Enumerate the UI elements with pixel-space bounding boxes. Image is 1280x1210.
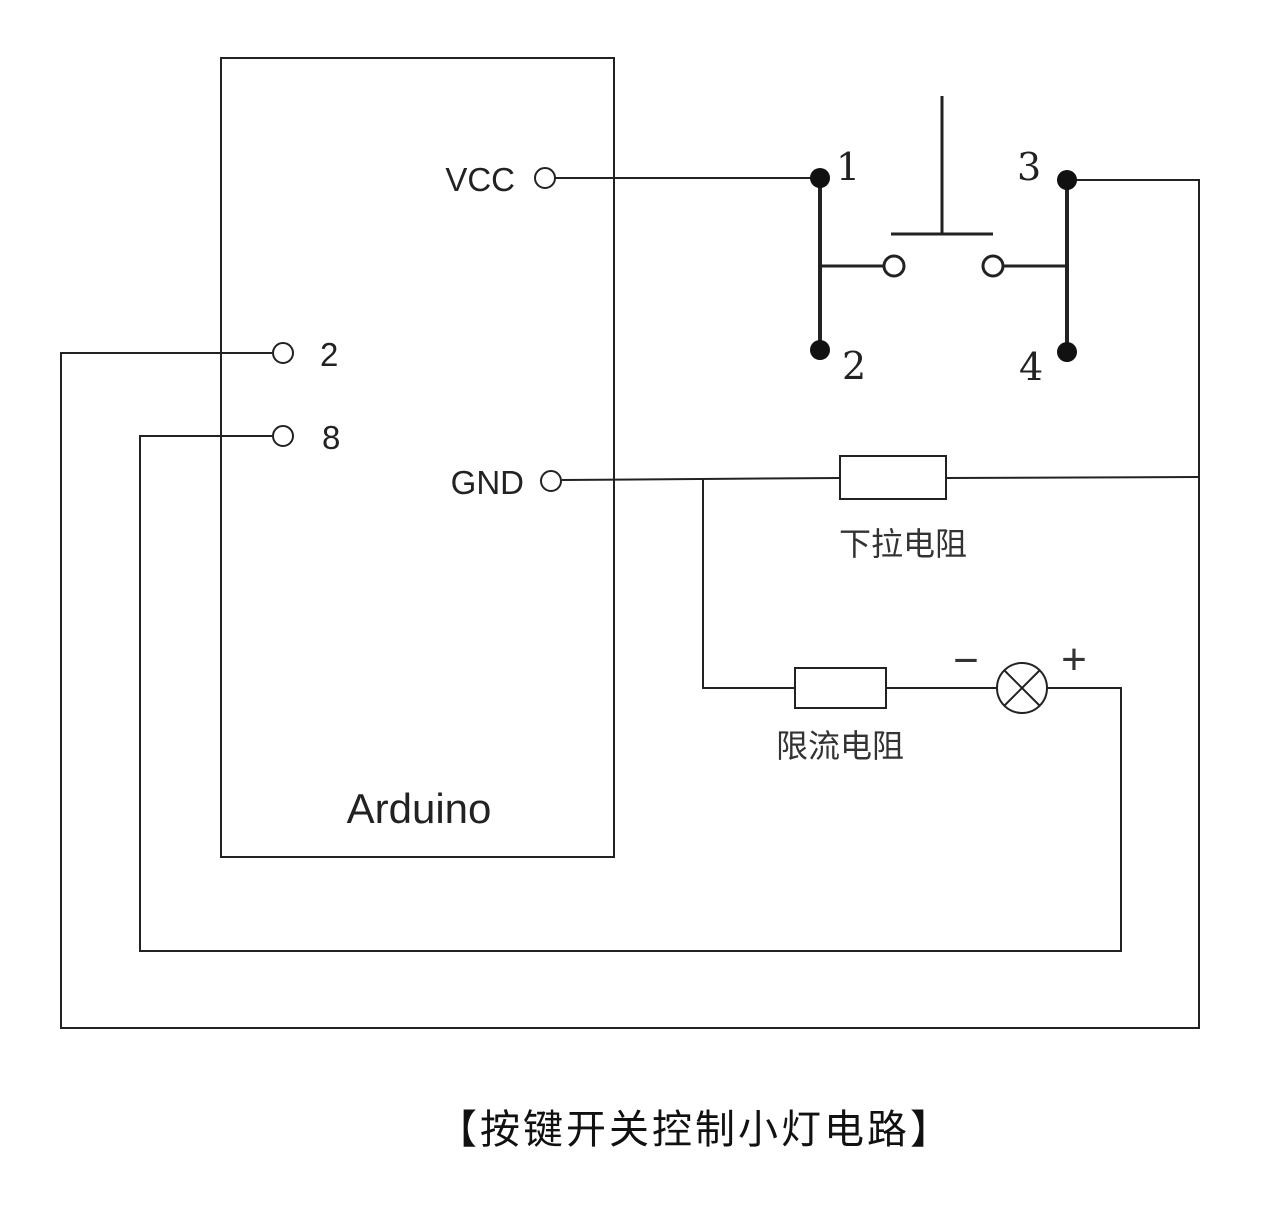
pin8-terminal xyxy=(272,425,294,447)
push-button-switch xyxy=(810,96,1077,362)
gnd-terminal xyxy=(540,470,562,492)
switch-pin1-label: 1 xyxy=(836,145,860,189)
limit-resistor xyxy=(794,667,887,709)
switch-pin1-dot xyxy=(810,168,830,188)
lamp xyxy=(996,662,1048,714)
gnd-pin-label: GND xyxy=(451,464,524,501)
switch-pin4-label: 4 xyxy=(1019,345,1043,389)
limit-resistor-label: 限流电阻 xyxy=(776,727,904,765)
pulldown-resistor xyxy=(839,455,947,500)
pulldown-resistor-label: 下拉电阻 xyxy=(839,525,967,563)
switch-pin2-label: 2 xyxy=(842,344,866,388)
lamp-minus-label: − xyxy=(953,636,979,685)
switch-pin3-dot xyxy=(1057,170,1077,190)
arduino-board xyxy=(220,57,615,858)
vcc-pin-label: VCC xyxy=(445,161,515,198)
diagram-caption: 【按键开关控制小灯电路】 xyxy=(437,1107,953,1153)
switch-pin3-label: 3 xyxy=(1017,145,1041,189)
lamp-plus-label: + xyxy=(1061,635,1087,684)
switch-pin4-dot xyxy=(1057,342,1077,362)
vcc-terminal xyxy=(534,167,556,189)
switch-pin2-dot xyxy=(810,340,830,360)
wires xyxy=(60,177,1200,1029)
arduino-label: Arduino xyxy=(347,785,492,832)
pin2-terminal xyxy=(272,342,294,364)
pin8-label: 8 xyxy=(322,419,340,456)
pin2-label: 2 xyxy=(320,336,338,373)
